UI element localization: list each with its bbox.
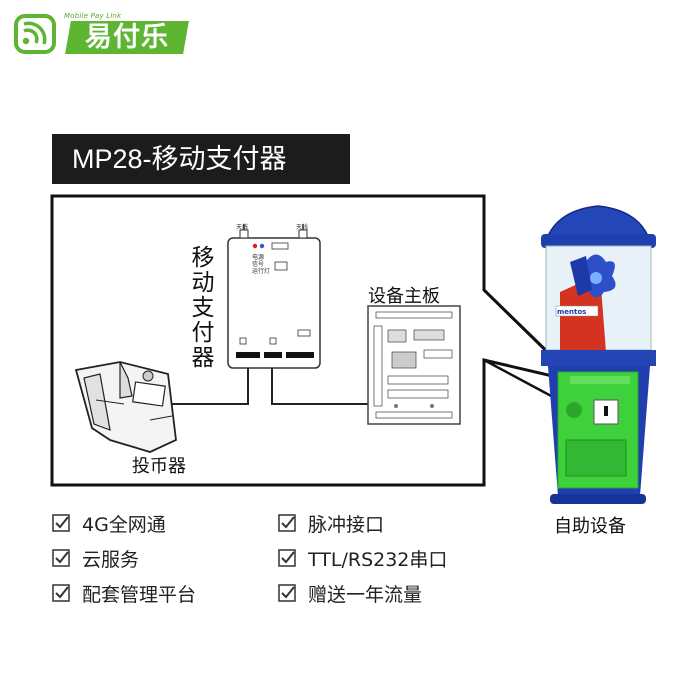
antenna-right-label: 天线 — [296, 224, 309, 231]
feature-item: 脉冲接口 — [278, 510, 384, 536]
antenna-left-label: 天线 — [236, 224, 249, 231]
checkbox-checked-icon — [52, 584, 70, 602]
feature-text: 云服务 — [82, 548, 140, 571]
feature-item: 赠送一年流量 — [278, 580, 422, 606]
feature-text: 脉冲接口 — [308, 513, 385, 536]
feature-item: TTL/RS232串口 — [278, 545, 447, 571]
checkbox-checked-icon — [52, 549, 70, 567]
vending-machine-drawing — [541, 205, 656, 504]
machine-label: 自助设备 — [554, 516, 626, 537]
payment-device-label: 移动支付器 — [191, 245, 215, 371]
diagram-frame — [50, 194, 583, 487]
wire-to-coin-acceptor — [166, 368, 249, 405]
feature-text: TTL/RS232串口 — [308, 548, 448, 571]
feature-text: 4G全网通 — [82, 513, 166, 536]
payment-device-drawing — [227, 224, 321, 369]
wire-to-main-board — [271, 368, 368, 405]
main-board-drawing — [367, 305, 461, 425]
feature-text: 赠送一年流量 — [308, 583, 423, 606]
feature-item: 配套管理平台 — [52, 580, 196, 606]
main-board-label: 设备主板 — [368, 286, 440, 307]
page-title: MP28-移动支付器 — [52, 134, 350, 184]
indicator-label-2: 运行灯 — [252, 268, 271, 275]
checkbox-checked-icon — [52, 514, 70, 532]
indicator-label-1: 信号 — [252, 261, 265, 268]
coin-acceptor-label: 投币器 — [132, 456, 186, 477]
feature-item: 云服务 — [52, 545, 139, 571]
wifi-logo-icon — [14, 14, 56, 54]
coin-acceptor-drawing — [74, 361, 177, 453]
checkbox-checked-icon — [278, 584, 296, 602]
indicator-label-0: 电源 — [252, 254, 265, 261]
feature-text: 配套管理平台 — [82, 583, 197, 606]
logo-tagline: Mobile Pay Link — [64, 12, 122, 20]
feature-item: 4G全网通 — [52, 510, 166, 536]
checkbox-checked-icon — [278, 549, 296, 567]
brand-logo: Mobile Pay Link 易付乐 — [14, 10, 190, 56]
machine-brand-label: mentos — [557, 308, 587, 316]
checkbox-checked-icon — [278, 514, 296, 532]
